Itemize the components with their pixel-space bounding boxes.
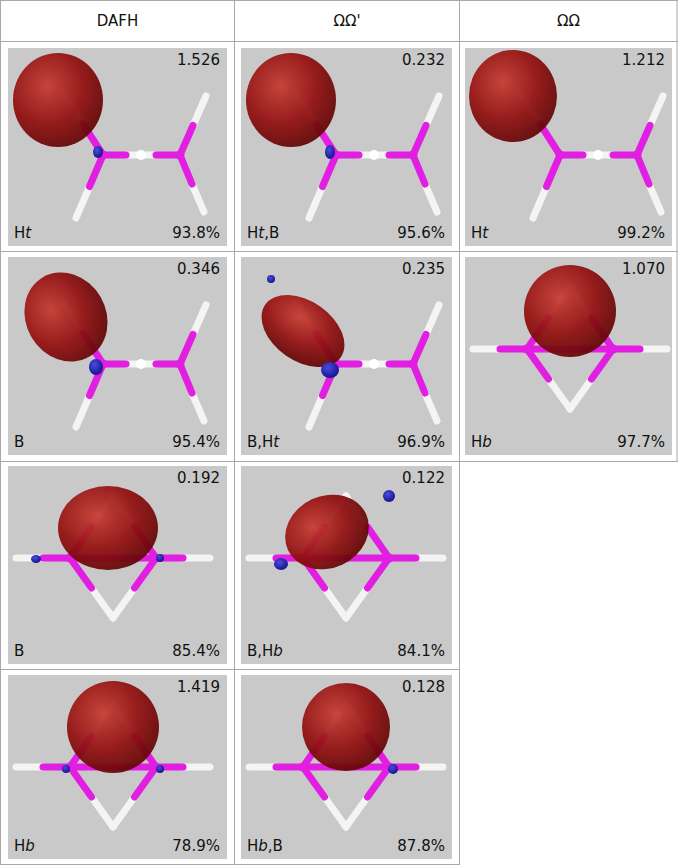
panel-row: B 85.4% — [14, 642, 220, 660]
overlap-percent: 87.8% — [397, 837, 445, 855]
panel-row: 0.192 — [14, 469, 220, 487]
orbital-panel: 0.232Ht,B 95.6% — [241, 48, 452, 246]
fragment-label: B — [14, 433, 24, 451]
molecule-picture — [8, 257, 206, 427]
occupation-number: 0.235 — [402, 260, 445, 278]
occupation-number: 0.346 — [177, 260, 220, 278]
molecule-picture — [249, 683, 443, 827]
panel-row: Hb,B 87.8% — [247, 837, 445, 855]
fragment-label: B,Hb — [247, 642, 283, 660]
fragment-label: Ht,B — [247, 224, 279, 242]
header-text: ΩΩ — [557, 12, 580, 30]
molecule-picture — [246, 53, 439, 218]
overlap-percent: 78.9% — [172, 837, 220, 855]
molecule-picture — [13, 53, 206, 218]
orbital-panel: 0.128Hb,B 87.8% — [241, 675, 452, 859]
occupation-number: 0.128 — [402, 678, 445, 696]
panel-row: 1.212 — [471, 51, 665, 69]
molecule-picture — [16, 486, 210, 618]
overlap-percent: 84.1% — [397, 642, 445, 660]
fragment-label: Ht — [471, 224, 488, 242]
molecule-picture — [16, 681, 210, 827]
column-header: ΩΩ — [460, 1, 677, 41]
panel-row: 0.122 — [247, 469, 445, 487]
fragment-label: Ht — [14, 224, 31, 242]
overlap-percent: 85.4% — [172, 642, 220, 660]
overlap-percent: 95.6% — [397, 224, 445, 242]
panel-row: 0.232 — [247, 51, 445, 69]
molecule-picture — [473, 265, 667, 409]
panel-row: 1.419 — [14, 678, 220, 696]
orbital-panel: 1.070Hb 97.7% — [465, 257, 672, 455]
overlap-percent: 97.7% — [617, 433, 665, 451]
panel-row: Hb 78.9% — [14, 837, 220, 855]
occupation-number: 1.526 — [177, 51, 220, 69]
overlap-percent: 93.8% — [172, 224, 220, 242]
panel-row: 1.526 — [14, 51, 220, 69]
occupation-number: 0.232 — [402, 51, 445, 69]
orbital-panel: 1.526Ht 93.8% — [8, 48, 227, 246]
orbital-panel: 0.192B 85.4% — [8, 466, 227, 664]
orbital-panel: 0.122B,Hb 84.1% — [241, 466, 452, 664]
header-text: DAFH — [97, 12, 138, 30]
panel-row: Ht 99.2% — [471, 224, 665, 242]
molecule-picture — [469, 50, 663, 218]
fragment-label: Hb,B — [247, 837, 283, 855]
orbital-panel: 1.419Hb 78.9% — [8, 675, 227, 859]
fragment-label: Hb — [471, 433, 492, 451]
panel-backgrounds — [8, 48, 672, 859]
occupation-number: 0.122 — [402, 469, 445, 487]
panel-row: 1.070 — [471, 260, 665, 278]
orbital-panel: 0.235B,Ht 96.9% — [241, 257, 452, 455]
orbital-panel: 1.212Ht 99.2% — [465, 48, 672, 246]
overlap-percent: 95.4% — [172, 433, 220, 451]
header-text: ΩΩ' — [333, 12, 360, 30]
overlap-percent: 99.2% — [617, 224, 665, 242]
panel-row: 0.128 — [247, 678, 445, 696]
column-header: ΩΩ' — [235, 1, 459, 41]
occupation-number: 1.212 — [622, 51, 665, 69]
fragment-label: B — [14, 642, 24, 660]
panel-row: Ht,B 95.6% — [247, 224, 445, 242]
column-header: DAFH — [1, 1, 234, 41]
occupation-number: 0.192 — [177, 469, 220, 487]
fragment-label: Hb — [14, 837, 35, 855]
panel-row: B,Hb 84.1% — [247, 642, 445, 660]
panel-row: Ht 93.8% — [14, 224, 220, 242]
occupation-number: 1.070 — [622, 260, 665, 278]
panel-row: B,Ht 96.9% — [247, 433, 445, 451]
panel-row: 0.235 — [247, 260, 445, 278]
molecule-picture — [249, 481, 443, 618]
panel-row: B 95.4% — [14, 433, 220, 451]
occupation-number: 1.419 — [177, 678, 220, 696]
fragment-label: B,Ht — [247, 433, 279, 451]
panel-row: Hb 97.7% — [471, 433, 665, 451]
panel-row: 0.346 — [14, 260, 220, 278]
molecule-picture — [248, 275, 439, 427]
overlap-percent: 96.9% — [397, 433, 445, 451]
orbital-panel: 0.346B 95.4% — [8, 257, 227, 455]
